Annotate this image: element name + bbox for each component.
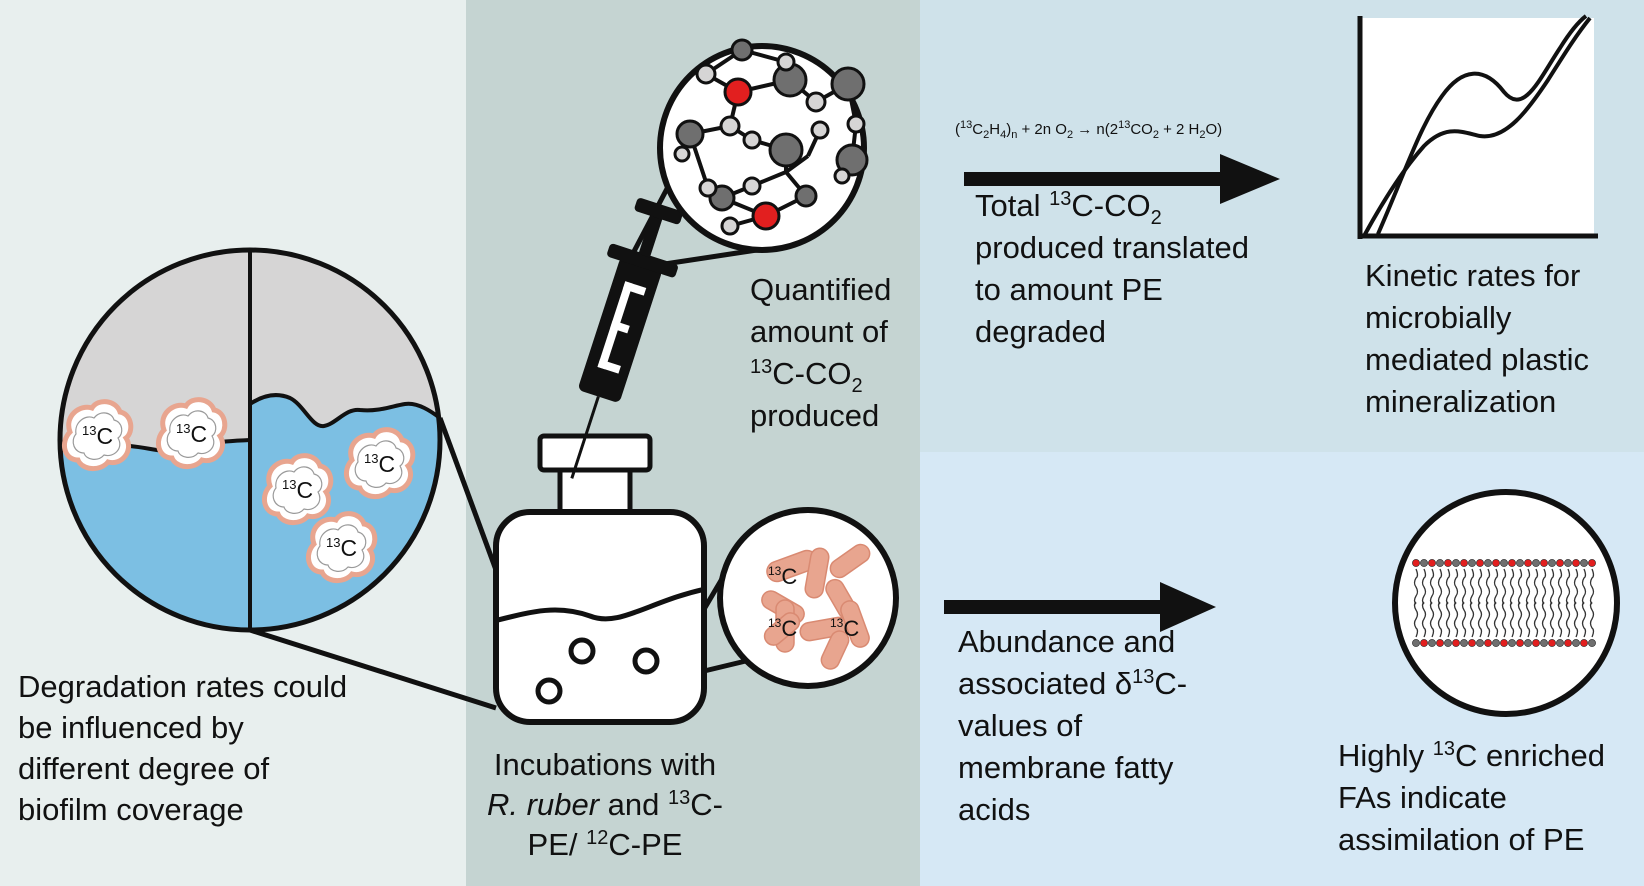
svg-text:13C: 13C [282,477,313,503]
biofilm-comparison-icon: 13C 13C 13C 13C 13C [57,247,443,633]
incubation-caption-line2: R. ruber and 13C- [487,787,723,822]
quantified-caption-line3: 13C-CO2 [750,356,863,397]
svg-text:13C: 13C [364,451,395,477]
bacteria-zoom-icon: 13C 13C 13C [717,507,899,689]
degradation-caption: Degradation rates could be influenced by… [18,669,356,827]
svg-text:13C: 13C [176,421,207,447]
abundance-caption-rest: values of membrane fatty acids [958,708,1182,827]
arrow-co2-to-kinetics [964,154,1280,204]
svg-text:13C: 13C [768,616,797,641]
kinetic-curve-icon [1357,14,1598,239]
svg-text:13C: 13C [768,564,797,589]
molecule-zoom-icon [657,38,869,253]
svg-text:13C: 13C [830,616,859,641]
syringe-icon [570,198,683,479]
submerged-particle-3: 13C [308,514,374,581]
surface-particle-2: 13C [158,400,224,467]
surface-particle-1: 13C [64,402,130,469]
enriched-caption: Highly 13C enriched [1338,738,1605,773]
incubation-caption-line3: PE/ 12C-PE [528,827,683,862]
submerged-particle-1: 13C [264,456,330,523]
svg-text:13C: 13C [82,423,113,449]
abundance-caption: Abundance and [958,624,1175,659]
svg-text:13C: 13C [326,535,357,561]
quantified-caption-line4: produced [750,398,879,433]
incubation-bottle-icon [493,433,707,725]
abundance-caption-line2: associated δ13C- [958,666,1187,701]
arrow-bacteria-to-membrane [944,582,1216,632]
lipid-bilayer-icon [1392,489,1620,717]
total-co2-caption: Total 13C-CO2 [975,188,1162,229]
submerged-particle-2: 13C [346,430,412,497]
incubation-caption: Incubations with [494,747,716,782]
kinetic-caption: Kinetic rates for microbially mediated p… [1365,258,1598,419]
total-co2-caption-rest: produced translated to amount PE degrade… [975,230,1258,349]
quantified-caption: Quantified amount of [750,272,900,349]
mineralization-equation: (13C2H4)n + 2n O2 → n(213CO2 + 2 H2O) [955,119,1222,141]
enriched-caption-rest: FAs indicate assimilation of PE [1338,780,1584,857]
